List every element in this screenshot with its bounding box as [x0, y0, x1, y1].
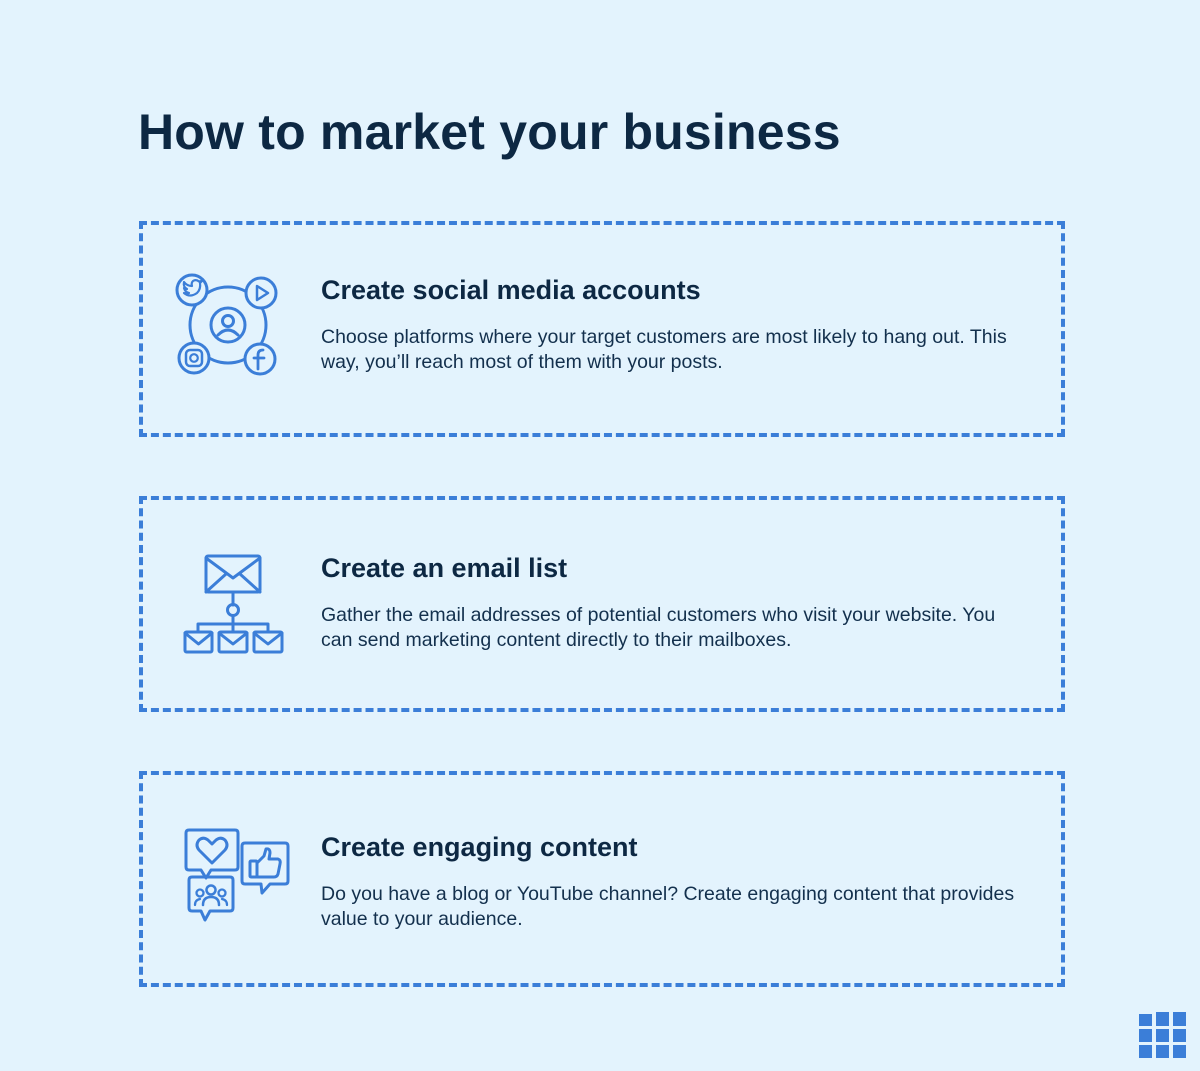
page-title: How to market your business	[138, 104, 841, 160]
email-list-icon	[173, 552, 293, 672]
card-email-list: Create an email list Gather the email ad…	[139, 496, 1065, 712]
social-media-network-icon	[173, 268, 293, 388]
card-description: Gather the email addresses of potential …	[321, 604, 996, 651]
card-description: Choose platforms where your target custo…	[321, 326, 1007, 373]
card-social-media: Create social media accounts Choose plat…	[139, 221, 1065, 437]
card-engaging-content: Create engaging content Do you have a bl…	[139, 771, 1065, 987]
engaging-content-icon	[173, 823, 293, 943]
grid-logo-icon	[1139, 1012, 1186, 1059]
card-heading: Create engaging content	[321, 832, 638, 862]
card-description: Do you have a blog or YouTube channel? C…	[321, 883, 1015, 930]
card-heading: Create social media accounts	[321, 275, 701, 305]
card-heading: Create an email list	[321, 553, 568, 583]
